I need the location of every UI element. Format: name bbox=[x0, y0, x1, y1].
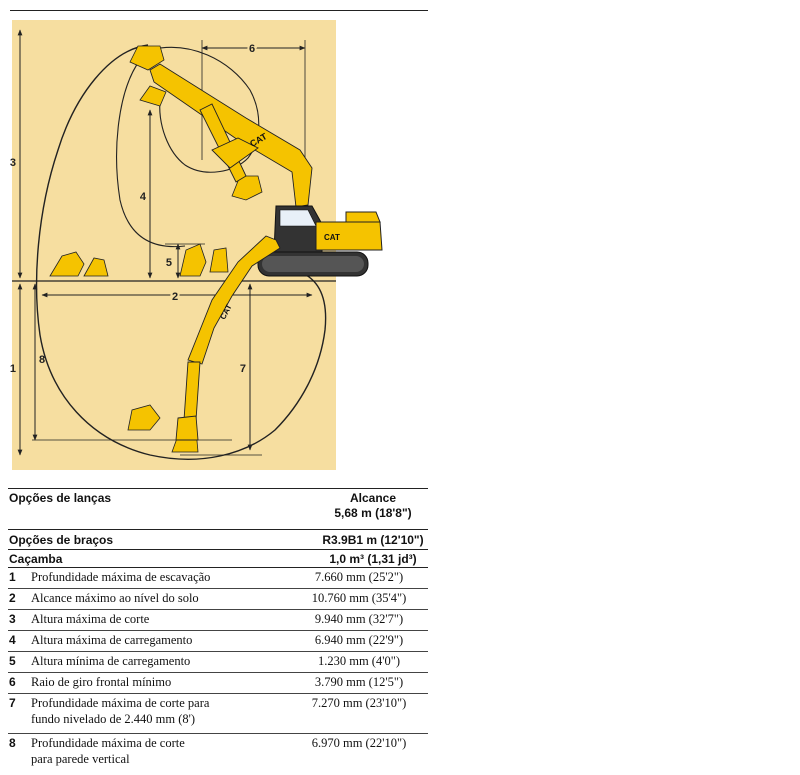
body-logo: CAT bbox=[324, 233, 340, 242]
boom-options-row: Opções de lanças Alcance 5,68 m (18'8") bbox=[8, 488, 428, 529]
spec-number: 1 bbox=[9, 570, 16, 584]
dim-2-label: 2 bbox=[172, 291, 178, 303]
spec-desc: Altura mínima de carregamento bbox=[31, 654, 191, 668]
raised-boom bbox=[149, 63, 313, 208]
top-rule bbox=[10, 10, 428, 11]
boom-options-value: Alcance 5,68 m (18'8") bbox=[318, 491, 428, 521]
boom-options-label: Opções de lanças bbox=[9, 491, 112, 505]
dim-3-label: 3 bbox=[10, 157, 16, 169]
spec-number: 7 bbox=[9, 696, 16, 710]
spec-desc-line1: Profundidade máxima de corte para bbox=[31, 696, 210, 710]
specs-table: Opções de lanças Alcance 5,68 m (18'8") … bbox=[8, 488, 428, 774]
digging-boom bbox=[175, 235, 281, 441]
spec-row: 6 Raio de giro frontal mínimo 3.790 mm (… bbox=[8, 673, 428, 694]
spec-desc: Altura máxima de carregamento bbox=[31, 633, 193, 647]
spec-row: 3 Altura máxima de corte 9.940 mm (32'7"… bbox=[8, 610, 428, 631]
bucket-label: Caçamba bbox=[9, 552, 63, 566]
spec-number: 2 bbox=[9, 591, 16, 605]
spec-number: 3 bbox=[9, 612, 16, 626]
bucket-top bbox=[129, 45, 167, 107]
stick-options-row: Opções de braços R3.9B1 m (12'10") bbox=[8, 529, 428, 549]
spec-value: 3.790 mm (12'5") bbox=[314, 675, 404, 689]
spec-row: 4 Altura máxima de carregamento 6.940 mm… bbox=[8, 631, 428, 652]
spec-desc-line1: Profundidade máxima de corte bbox=[31, 736, 185, 750]
spec-row: 7 Profundidade máxima de corte para fund… bbox=[8, 694, 428, 734]
spec-desc: Raio de giro frontal mínimo bbox=[31, 675, 172, 689]
dim-4-label: 4 bbox=[140, 191, 147, 203]
spec-value: 1.230 mm (4'0") bbox=[317, 654, 400, 668]
boom-reach-value: 5,68 m (18'8") bbox=[334, 506, 412, 520]
spec-value: 6.940 mm (22'9") bbox=[314, 633, 404, 647]
spec-row: 5 Altura mínima de carregamento 1.230 mm… bbox=[8, 652, 428, 673]
upper-swing-arc bbox=[149, 46, 260, 173]
spec-number: 6 bbox=[9, 675, 16, 689]
spec-desc: Profundidade máxima de corte para fundo … bbox=[31, 694, 290, 733]
excavator-body bbox=[257, 205, 383, 277]
spec-desc: Altura máxima de corte bbox=[31, 612, 150, 626]
spec-row: 8 Profundidade máxima de corte para pare… bbox=[8, 734, 428, 774]
spec-row: 2 Alcance máximo ao nível do solo 10.760… bbox=[8, 589, 428, 610]
spec-row: 1 Profundidade máxima de escavação 7.660… bbox=[8, 568, 428, 589]
spec-desc: Profundidade máxima de escavação bbox=[31, 570, 211, 584]
bucket-row: Caçamba 1,0 m³ (1,31 jd³) bbox=[8, 549, 428, 568]
bucket-ground-left bbox=[49, 251, 109, 277]
dim-8-label: 8 bbox=[39, 354, 45, 366]
spec-desc: Profundidade máxima de corte para parede… bbox=[31, 734, 290, 774]
bucket-low-load bbox=[179, 243, 229, 277]
spec-desc-line2: para parede vertical bbox=[31, 752, 130, 766]
spec-value: 10.760 mm (35'4") bbox=[311, 591, 407, 605]
spec-desc: Alcance máximo ao nível do solo bbox=[31, 591, 199, 605]
bucket-value: 1,0 m³ (1,31 jd³) bbox=[329, 552, 417, 566]
spec-value: 7.660 mm (25'2") bbox=[314, 570, 404, 584]
working-range-diagram: 1 8 3 4 5 2 6 7 CAT bbox=[10, 20, 383, 470]
spec-value: 9.940 mm (32'7") bbox=[314, 612, 404, 626]
spec-value: 6.970 mm (22'10") bbox=[311, 736, 407, 750]
reach-envelope bbox=[35, 44, 327, 460]
stick-options-value: R3.9B1 m (12'10") bbox=[322, 533, 424, 547]
spec-number: 5 bbox=[9, 654, 16, 668]
stick-options-label: Opções de braços bbox=[9, 533, 114, 547]
spec-desc-line2: fundo nivelado de 2.440 mm (8') bbox=[31, 712, 196, 726]
spec-value: 7.270 mm (23'10") bbox=[311, 696, 407, 710]
inner-envelope bbox=[116, 59, 186, 248]
boom-reach-label: Alcance bbox=[349, 491, 397, 505]
dim-7-label: 7 bbox=[240, 363, 246, 375]
spec-number: 8 bbox=[9, 736, 16, 750]
spec-number: 4 bbox=[9, 633, 16, 647]
dim-5-label: 5 bbox=[166, 257, 172, 269]
dim-1-label: 1 bbox=[10, 363, 16, 375]
dim-6-label: 6 bbox=[249, 43, 255, 55]
